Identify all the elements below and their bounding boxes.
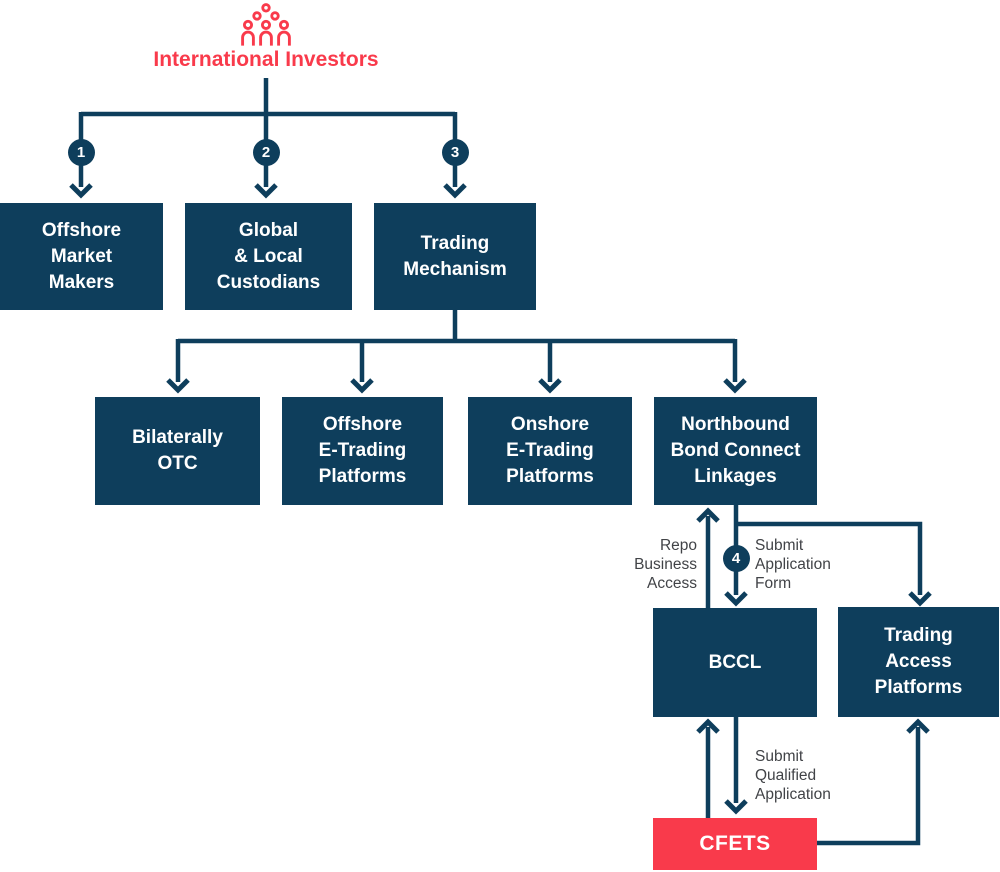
arrow-down-bilaterally-otc xyxy=(166,378,190,394)
people-group-icon xyxy=(239,2,293,51)
label-submit-application-form: Submit Application Form xyxy=(755,537,831,592)
arrow-up-repo-business-access xyxy=(696,507,720,523)
box-northbound-bond-connect-linkages: Northbound Bond Connect Linkages xyxy=(654,397,817,505)
arrow-down-offshore-market-makers xyxy=(69,183,93,199)
step-badge-4: 4 xyxy=(722,544,750,572)
step-badge-1: 1 xyxy=(67,138,95,166)
box-trading-mechanism: Trading Mechanism xyxy=(374,203,536,310)
connector-cfets-trading-access xyxy=(817,727,921,846)
arrow-down-trading-mechanism xyxy=(443,183,467,199)
arrow-down-submit-application xyxy=(724,591,748,607)
box-onshore-etrading-platforms: Onshore E-Trading Platforms xyxy=(468,397,632,505)
connector-investors-tree xyxy=(78,78,458,187)
step-badge-2: 2 xyxy=(252,138,280,166)
diagram-title: International Investors xyxy=(153,48,379,71)
label-submit-qualified-application: Submit Qualified Application xyxy=(755,748,831,803)
box-bilaterally-otc: Bilaterally OTC xyxy=(95,397,260,505)
box-trading-access-platforms: Trading Access Platforms xyxy=(838,607,999,717)
step-badge-3: 3 xyxy=(441,138,469,166)
box-offshore-market-makers: Offshore Market Makers xyxy=(0,203,163,310)
arrow-down-onshore-etrading xyxy=(538,378,562,394)
connector-trading-mechanism-tree xyxy=(175,310,738,382)
box-global-local-custodians: Global & Local Custodians xyxy=(185,203,352,310)
connector-northbound-trading-access xyxy=(736,521,923,595)
arrow-down-northbound xyxy=(723,378,747,394)
label-repo-business-access: Repo Business Access xyxy=(634,537,697,592)
box-cfets: CFETS xyxy=(653,818,817,870)
arrow-down-offshore-etrading xyxy=(350,378,374,394)
arrow-down-trading-access xyxy=(908,591,932,607)
arrow-down-global-local-custodians xyxy=(254,183,278,199)
arrow-up-cfets-bccl xyxy=(696,718,720,734)
arrow-up-cfets-trading-access xyxy=(906,718,930,734)
box-offshore-etrading-platforms: Offshore E-Trading Platforms xyxy=(282,397,443,505)
arrow-down-submit-qualified xyxy=(724,799,748,815)
box-bccl: BCCL xyxy=(653,608,817,717)
